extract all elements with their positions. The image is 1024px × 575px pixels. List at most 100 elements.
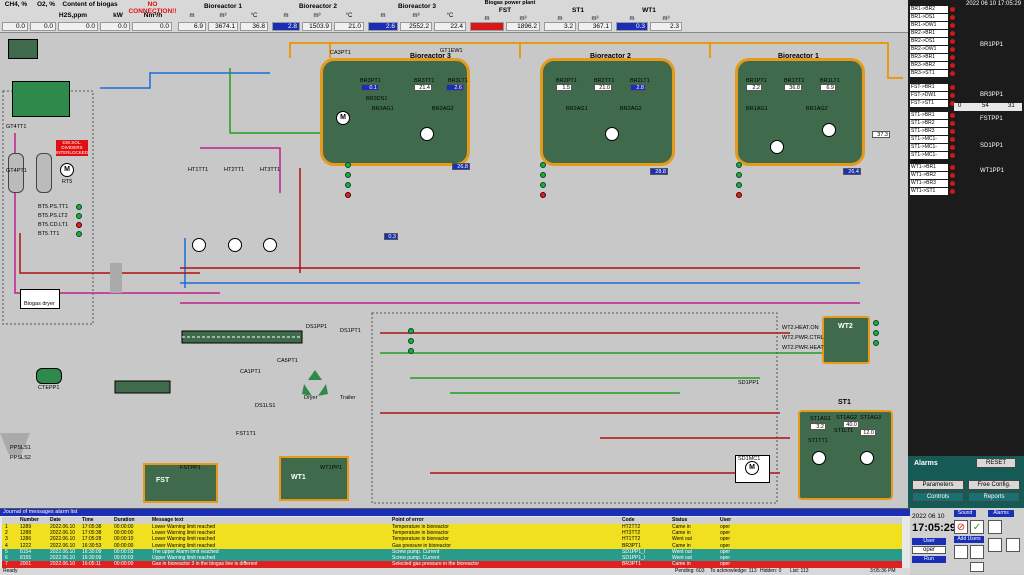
parameters-button[interactable]: Parameters xyxy=(912,480,964,490)
controls-button[interactable]: Controls xyxy=(912,492,964,502)
route-row[interactable]: BR2->DW1 xyxy=(910,46,948,53)
status-text: Pending: 603 xyxy=(675,568,705,574)
route-row[interactable]: WT1->BR2 xyxy=(910,172,948,179)
biogas-dryer[interactable] xyxy=(20,289,60,309)
route-row[interactable]: ST1->MC1->BR1 xyxy=(910,136,948,149)
route-status-indicator xyxy=(950,85,955,90)
route-status-indicator xyxy=(950,71,955,76)
user-edit-icon[interactable] xyxy=(970,545,984,559)
column-header: Date xyxy=(50,517,61,523)
user-select[interactable]: oper xyxy=(912,546,946,554)
reset-button[interactable]: RESET xyxy=(976,458,1016,468)
heat-exchanger-icon[interactable] xyxy=(192,238,206,252)
bioreactor-1[interactable] xyxy=(735,58,865,166)
bioreactor-2[interactable] xyxy=(540,58,675,166)
ctepp1-tank[interactable] xyxy=(36,368,62,384)
cell-status: Came in xyxy=(672,561,691,568)
user-add-icon[interactable] xyxy=(954,545,968,559)
generator-box[interactable] xyxy=(8,39,38,59)
mute-icon[interactable]: ⊘ xyxy=(954,520,968,534)
route-row[interactable]: ST1->MC1->BR3 xyxy=(910,152,948,165)
route-row[interactable]: BR2->BR1 xyxy=(910,30,948,37)
route-row[interactable]: BR1->DS1 xyxy=(910,14,948,21)
cell-date: 2022.06.10 xyxy=(50,542,76,549)
agitator-icon[interactable] xyxy=(770,140,784,154)
route-row[interactable]: ST1->BR1 xyxy=(910,112,948,119)
route-row[interactable]: WT1->ST1 xyxy=(910,188,948,195)
recycle-icon[interactable] xyxy=(300,368,330,398)
route-status-indicator xyxy=(950,113,955,118)
route-row[interactable]: BR3->BR2 xyxy=(910,62,948,69)
wt2-tank[interactable] xyxy=(822,316,870,364)
unit: m xyxy=(380,13,386,19)
motor-icon[interactable]: M xyxy=(745,461,759,475)
cell-dur: 00:00:00 xyxy=(114,530,134,537)
route-row[interactable]: WT1->BR1 xyxy=(910,164,948,171)
datetime-display: 2022 06 10 17:05:29 xyxy=(966,1,1022,7)
motor-icon[interactable]: M xyxy=(336,111,350,125)
heat-exchanger-icon[interactable] xyxy=(228,238,242,252)
cell-code: HT1TT2 xyxy=(622,536,641,543)
readout: 40.0 xyxy=(843,421,859,428)
cell-dur: 00:00:00 xyxy=(114,542,134,549)
route-row[interactable]: BR1->DW1 xyxy=(910,22,948,29)
route-row[interactable]: BR3->BR1 xyxy=(910,54,948,61)
agitator-icon[interactable] xyxy=(420,127,434,141)
route-row[interactable]: FST->DW1 xyxy=(910,92,948,99)
chp-engine[interactable] xyxy=(12,81,70,117)
tag-label: ST1AG1 xyxy=(810,416,832,422)
route-row[interactable]: ST1->BR2 xyxy=(910,120,948,127)
cell-date: 2022.06.10 xyxy=(50,548,76,555)
wt1-tank[interactable] xyxy=(279,456,349,501)
biogas-dryer-label: Biogas dryer xyxy=(24,301,55,307)
column-header: Time xyxy=(82,517,94,523)
tag-label: BR1AG2 xyxy=(806,106,828,112)
group-label: SD1PP1 xyxy=(980,143,1004,149)
exit-icon[interactable] xyxy=(970,562,984,572)
agitator-icon[interactable] xyxy=(860,451,874,465)
readout: 36.8 xyxy=(784,84,802,91)
motor-icon[interactable]: M xyxy=(60,163,74,177)
free-config-button[interactable]: Free Config. xyxy=(968,480,1020,490)
route-row[interactable]: ST1->BR3 xyxy=(910,128,948,135)
route-row[interactable]: BR1->BR2 xyxy=(910,6,948,13)
route-row[interactable]: BR2->DS1 xyxy=(910,38,948,45)
cell-num: 1222 xyxy=(20,542,32,549)
status-ok-indicator xyxy=(345,172,351,178)
route-row[interactable]: FST->BR1 xyxy=(910,84,948,91)
tag-label: ST1TT1 xyxy=(808,438,828,444)
route-row[interactable]: BR3->ST1 xyxy=(910,70,948,77)
row-index: 4 xyxy=(5,542,8,549)
route-status-indicator xyxy=(950,101,955,106)
agitator-icon[interactable] xyxy=(812,451,826,465)
route-status-indicator xyxy=(950,39,955,44)
print-icon[interactable] xyxy=(1006,538,1020,552)
unit: °C xyxy=(250,13,258,19)
alarm-list-icon[interactable] xyxy=(988,520,1002,534)
cell-num: 1288 xyxy=(20,530,32,537)
route-row[interactable]: WT1->BR3 xyxy=(910,180,948,187)
route-row[interactable]: FST->ST1 xyxy=(910,100,948,107)
unit: °C xyxy=(345,13,353,19)
agitator-icon[interactable] xyxy=(822,123,836,137)
agitator-icon[interactable] xyxy=(605,127,619,141)
tag-label: BR2TT1 xyxy=(594,78,615,84)
cell-time: 16:30:53 xyxy=(82,542,102,549)
value: 21.0 xyxy=(334,22,364,31)
readout: 2.6 xyxy=(446,84,464,91)
fst-tank[interactable] xyxy=(143,463,218,503)
cell-code: SD1PP1_I xyxy=(622,548,646,555)
heat-exchanger-icon[interactable] xyxy=(263,238,277,252)
reports-button[interactable]: Reports xyxy=(968,492,1020,502)
route-row[interactable]: ST1->MC1->BR2 xyxy=(910,144,948,157)
trend-icon[interactable] xyxy=(988,538,1002,552)
acknowledge-icon[interactable]: ✓ xyxy=(970,520,984,534)
cell-code: HT2TT2 xyxy=(622,524,641,530)
